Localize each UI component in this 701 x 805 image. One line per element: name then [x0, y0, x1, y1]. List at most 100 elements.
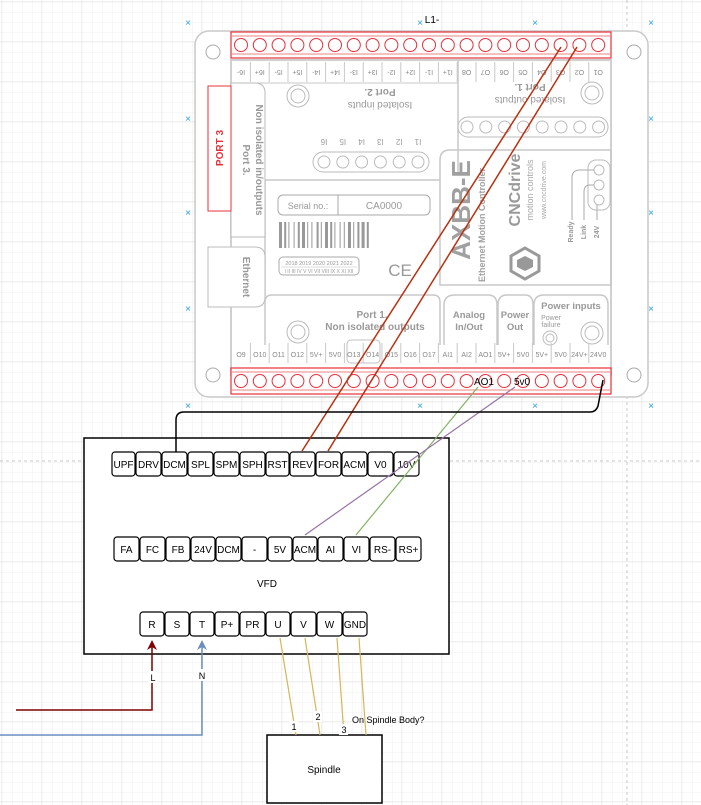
wire-u[interactable]: [279, 637, 297, 736]
selection-handle-icon[interactable]: ×: [648, 114, 654, 125]
terminal-screw[interactable]: [403, 38, 418, 52]
terminal-screw[interactable]: [328, 38, 342, 52]
terminal-screw[interactable]: [422, 374, 436, 388]
vfd-terminal-acm[interactable]: ACM: [341, 451, 368, 477]
terminal-screw[interactable]: [459, 374, 474, 388]
vfd-terminal-rst[interactable]: RST: [265, 451, 290, 477]
terminal-screw[interactable]: [309, 38, 324, 52]
top-pin-label: O8: [462, 68, 471, 75]
terminal-screw[interactable]: [384, 38, 399, 52]
selection-handle-icon[interactable]: ×: [532, 401, 538, 412]
vfd-terminal-ai[interactable]: AI: [317, 536, 344, 562]
vfd-terminal-fc[interactable]: FC: [139, 536, 166, 562]
vfd-terminal-24v[interactable]: 24V: [190, 536, 216, 562]
terminal-screw[interactable]: [252, 374, 267, 388]
vfd-terminal-acm[interactable]: ACM: [292, 536, 318, 562]
terminal-screw[interactable]: [271, 374, 286, 388]
vfd-terminal-rs[interactable]: RS-: [369, 536, 396, 562]
vfd-terminal-w[interactable]: W: [316, 611, 343, 637]
bottom-terminal-block[interactable]: [230, 367, 612, 395]
vfd-terminal-r[interactable]: R: [139, 611, 165, 637]
terminal-screw[interactable]: [572, 374, 587, 388]
terminal-screw[interactable]: [553, 374, 568, 388]
vfd-terminal-vi[interactable]: VI: [343, 536, 370, 562]
vfd-terminal-rs[interactable]: RS+: [395, 536, 422, 562]
vfd-terminal-label: W: [325, 620, 335, 631]
terminal-screw[interactable]: [534, 38, 549, 52]
vfd-terminal-5v[interactable]: 5V: [267, 536, 293, 562]
top-terminal-block[interactable]: [230, 31, 612, 59]
terminal-screw[interactable]: [478, 374, 493, 388]
vfd-terminal-rev[interactable]: REV: [289, 451, 316, 477]
wire-line[interactable]: [16, 642, 153, 711]
wire-24v0-dcm[interactable]: [175, 379, 604, 452]
terminal-screw[interactable]: [346, 38, 361, 52]
selection-handle-icon[interactable]: ×: [185, 401, 191, 412]
spindle-box[interactable]: [266, 734, 383, 804]
selection-handle-icon[interactable]: ×: [648, 18, 654, 29]
selection-handle-icon[interactable]: ×: [185, 18, 191, 29]
vfd-terminal-v[interactable]: V: [290, 611, 317, 637]
terminal-screw[interactable]: [290, 38, 305, 52]
selection-handle-icon[interactable]: ×: [417, 401, 423, 412]
vfd-terminal-drv[interactable]: DRV: [135, 451, 162, 477]
wire-for[interactable]: [327, 46, 578, 452]
terminal-screw[interactable]: [252, 38, 267, 52]
terminal-screw[interactable]: [234, 38, 248, 52]
vfd-terminal-for[interactable]: FOR: [315, 451, 342, 477]
selection-handle-icon[interactable]: ×: [648, 304, 654, 315]
vfd-terminal-upf[interactable]: UPF: [111, 451, 136, 477]
selection-handle-icon[interactable]: ×: [648, 208, 654, 219]
terminal-screw[interactable]: [384, 374, 399, 388]
terminal-screw[interactable]: [422, 38, 436, 52]
vfd-terminal-spm[interactable]: SPM: [213, 451, 240, 477]
vfd-terminal-sph[interactable]: SPH: [239, 451, 266, 477]
terminal-screw[interactable]: [440, 38, 455, 52]
barcode-bar: [288, 222, 290, 248]
vfd-terminal-v0[interactable]: V0: [367, 451, 394, 477]
terminal-screw[interactable]: [403, 374, 418, 388]
terminal-screw[interactable]: [534, 374, 549, 388]
selection-handle-icon[interactable]: ×: [648, 401, 654, 412]
terminal-screw[interactable]: [365, 38, 380, 52]
selection-handle-icon[interactable]: ×: [185, 208, 191, 219]
terminal-screw[interactable]: [591, 38, 606, 52]
terminal-screw[interactable]: [478, 38, 493, 52]
vfd-terminal-fa[interactable]: FA: [113, 536, 140, 562]
port3-highlight-box[interactable]: [207, 85, 232, 212]
terminal-screw[interactable]: [516, 374, 530, 388]
vfd-terminal-spl[interactable]: SPL: [187, 451, 214, 477]
vfd-terminal-label: FB: [172, 545, 185, 556]
selection-handle-icon[interactable]: ×: [185, 304, 191, 315]
vfd-terminal-t[interactable]: T: [189, 611, 215, 637]
vfd-terminal-gnd[interactable]: GND: [342, 611, 368, 637]
selection-handles: × × × × × × × × × × × × × ×: [185, 18, 654, 412]
vfd-terminal-pr[interactable]: PR: [239, 611, 266, 637]
ethernet-port[interactable]: [207, 246, 266, 308]
terminal-screw[interactable]: [497, 38, 512, 52]
vfd-terminal-u[interactable]: U: [265, 611, 291, 637]
selection-handle-icon[interactable]: ×: [417, 18, 423, 29]
vfd-terminal-p[interactable]: P+: [214, 611, 240, 637]
vfd-terminal-dcm[interactable]: DCM: [215, 536, 242, 562]
terminal-screw[interactable]: [290, 374, 305, 388]
terminal-screw[interactable]: [328, 374, 342, 388]
vfd-terminal-fb[interactable]: FB: [165, 536, 191, 562]
wire-rev[interactable]: [301, 46, 562, 452]
terminal-screw[interactable]: [440, 374, 455, 388]
terminal-screw[interactable]: [553, 38, 568, 52]
selection-handle-icon[interactable]: ×: [532, 18, 538, 29]
terminal-screw[interactable]: [234, 374, 248, 388]
selection-handle-icon[interactable]: ×: [185, 114, 191, 125]
terminal-screw[interactable]: [497, 374, 512, 388]
wire-gnd[interactable]: [358, 637, 367, 736]
terminal-screw[interactable]: [516, 38, 530, 52]
vfd-terminal-s[interactable]: S: [164, 611, 190, 637]
vfd-terminal-dcm[interactable]: DCM: [161, 451, 188, 477]
terminal-screw[interactable]: [459, 38, 474, 52]
vfd-terminal-[interactable]: -: [241, 536, 268, 562]
wire-w[interactable]: [336, 637, 345, 736]
terminal-screw[interactable]: [271, 38, 286, 52]
terminal-screw[interactable]: [309, 374, 324, 388]
